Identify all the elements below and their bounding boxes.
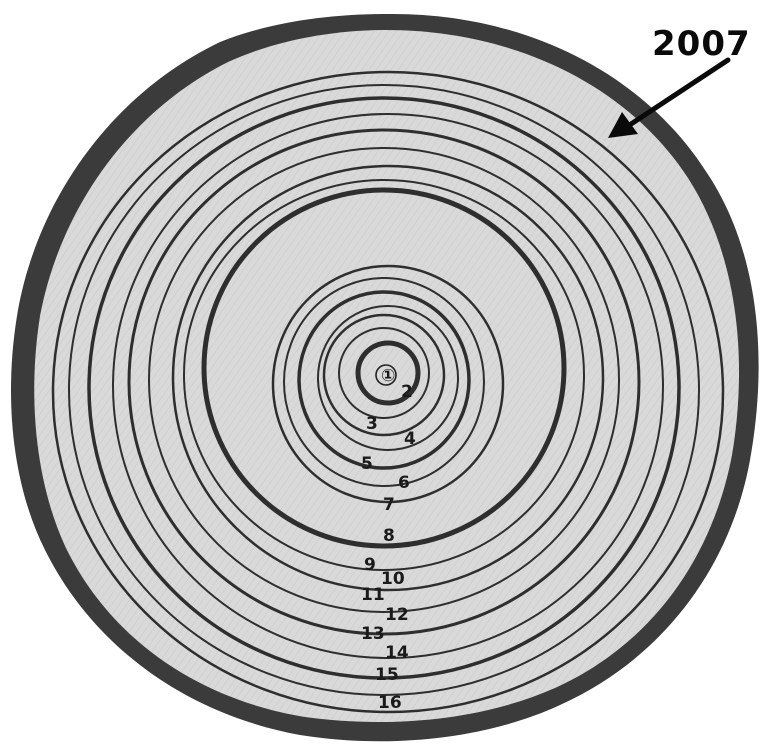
ring-label-9: 9	[364, 555, 376, 575]
ring-label-13: 13	[361, 624, 385, 644]
ring-label-16: 16	[378, 693, 402, 713]
ring-label-12: 12	[385, 605, 409, 625]
ring-label-4: 4	[404, 429, 416, 449]
year-label: 2007	[652, 24, 751, 64]
ring-label-11: 11	[361, 585, 385, 605]
ring-label-3: 3	[366, 414, 378, 434]
ring-label-2: 2	[401, 382, 413, 402]
ring-label-6: 6	[398, 473, 410, 493]
ring-label-7: 7	[383, 495, 395, 515]
ring-label-15: 15	[375, 665, 399, 685]
ring-label-8: 8	[383, 526, 395, 546]
ring-label-5: 5	[361, 454, 373, 474]
ring-label-14: 14	[385, 643, 409, 663]
